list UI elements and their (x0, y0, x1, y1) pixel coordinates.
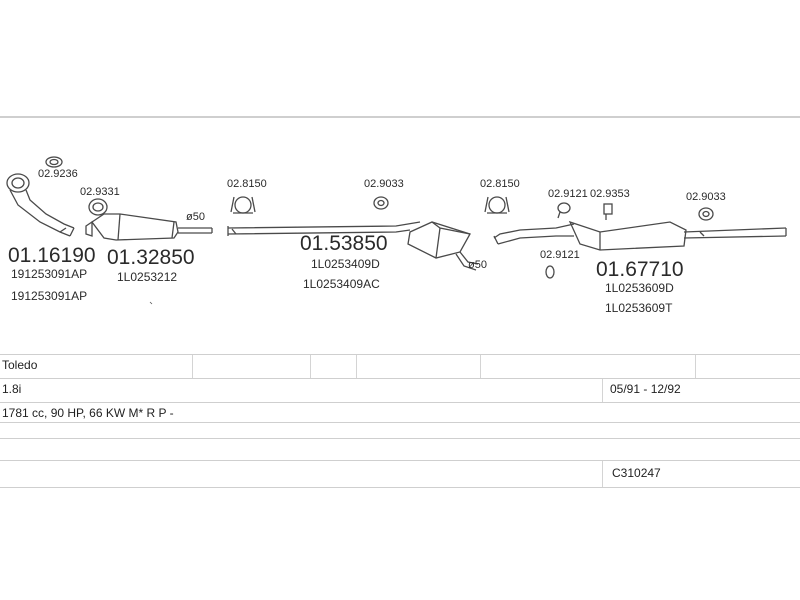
rear-silencer-shape (493, 220, 787, 251)
top-border (0, 116, 800, 118)
rear-silencer-number: 01.67710 (596, 258, 684, 281)
hanger-label: 02.9353 (590, 188, 630, 200)
middle-silencer-ref: 1L0253409D (311, 257, 380, 271)
front-pipe-ref: 191253091AP (11, 267, 87, 281)
rear-silencer-ref: 1L0253609T (605, 301, 673, 315)
engine-row: 1.8i 05/91 - 12/92 (0, 378, 800, 403)
front-pipe-shape (6, 173, 75, 237)
spec-row: 1781 cc, 90 HP, 66 KW M* R P - (0, 402, 800, 423)
gasket-label: 02.9331 (80, 186, 120, 198)
divider (192, 355, 193, 379)
ring-gasket-icon (88, 198, 108, 216)
rear-silencer-ref: 1L0253609D (605, 281, 674, 295)
front-pipe-number: 01.16190 (8, 244, 96, 267)
hanger-icon (373, 196, 389, 210)
clamp-icon (230, 196, 256, 214)
catalyst-ref: 1L0253212 (117, 270, 177, 284)
hanger-label: 02.9033 (364, 178, 404, 190)
empty-row (0, 422, 800, 439)
hanger-icon (698, 207, 714, 221)
tick-mark (149, 301, 153, 305)
clamp-label: 02.8150 (227, 178, 267, 190)
hanger-label: 02.9033 (686, 191, 726, 203)
middle-silencer-shape (227, 221, 479, 271)
engine-cell: 1.8i (2, 382, 22, 396)
model-cell: Toledo (2, 358, 38, 372)
divider (480, 355, 481, 379)
front-pipe-ref: 191253091AP (11, 289, 87, 303)
empty-row (0, 438, 800, 461)
model-row: Toledo (0, 354, 800, 379)
years-cell: 05/91 - 12/92 (610, 382, 681, 396)
divider (356, 355, 357, 379)
divider (310, 355, 311, 379)
divider (695, 355, 696, 379)
hanger-label: 02.9121 (548, 188, 588, 200)
spec-cell: 1781 cc, 90 HP, 66 KW M* R P - (2, 406, 174, 420)
code-row: C310247 (0, 460, 800, 488)
middle-silencer-ref: 1L0253409AC (303, 277, 380, 291)
catalyst-shape (85, 213, 213, 241)
divider (602, 461, 603, 487)
diameter-label: ø50 (468, 259, 487, 271)
diameter-label: ø50 (186, 211, 205, 223)
hanger-icon (545, 265, 555, 279)
catalyst-number: 01.32850 (107, 246, 195, 269)
code-cell: C310247 (612, 466, 661, 480)
middle-silencer-number: 01.53850 (300, 232, 388, 255)
hanger-icon (557, 202, 571, 219)
gasket-label: 02.9236 (38, 168, 78, 180)
gasket-icon (45, 156, 63, 168)
clamp-icon (484, 196, 510, 214)
hanger-icon (603, 203, 613, 220)
divider (602, 379, 603, 403)
hanger-label: 02.9121 (540, 249, 580, 261)
clamp-label: 02.8150 (480, 178, 520, 190)
